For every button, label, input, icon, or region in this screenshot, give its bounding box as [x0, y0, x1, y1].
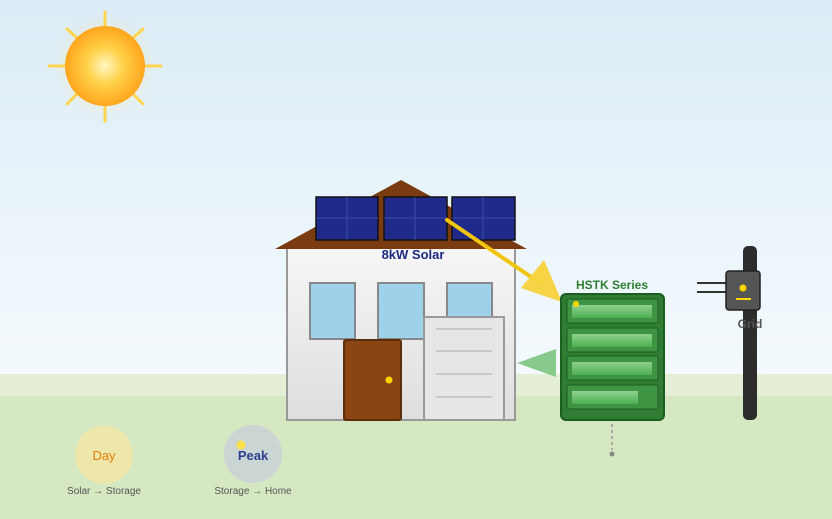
day-mode-badge [75, 426, 133, 484]
window-middle [377, 282, 425, 340]
mode-peak: Peak Storage → Home [214, 425, 292, 497]
solar-panel [451, 196, 516, 241]
battery-to-home-arrow-icon [517, 349, 556, 377]
battery-label: HSTK Series [576, 278, 648, 292]
battery-level-bar [572, 362, 652, 375]
window-left [309, 282, 356, 340]
solar-to-battery-arrow-icon [445, 218, 562, 302]
day-mode-flow: Solar → Storage [67, 486, 141, 497]
solar-panel [315, 196, 379, 241]
solar-panel [383, 196, 448, 241]
peak-indicator-dot [236, 440, 246, 450]
peak-mode-badge [224, 425, 282, 483]
battery-level-bar [572, 305, 652, 318]
battery-level-bar [572, 334, 652, 347]
door-knob [385, 376, 393, 384]
grid-label: Grid [738, 317, 763, 331]
mode-day: Day Solar → Storage [67, 426, 141, 497]
solar-array [315, 196, 516, 241]
grid-meter-icon [725, 270, 761, 311]
sun-icon [47, 10, 163, 123]
day-mode-label: Day [92, 448, 116, 463]
battery-stack [560, 293, 665, 421]
battery-indicator-dot [573, 301, 579, 307]
peak-mode-flow: Storage → Home [214, 486, 292, 497]
peak-mode-label: Peak [238, 448, 269, 463]
grid-pole [697, 246, 761, 420]
battery-level-bar [572, 391, 638, 404]
front-door [343, 339, 402, 421]
garage-door [423, 316, 505, 421]
solar-label: 8kW Solar [382, 247, 445, 262]
ground-connection-line [609, 424, 615, 457]
